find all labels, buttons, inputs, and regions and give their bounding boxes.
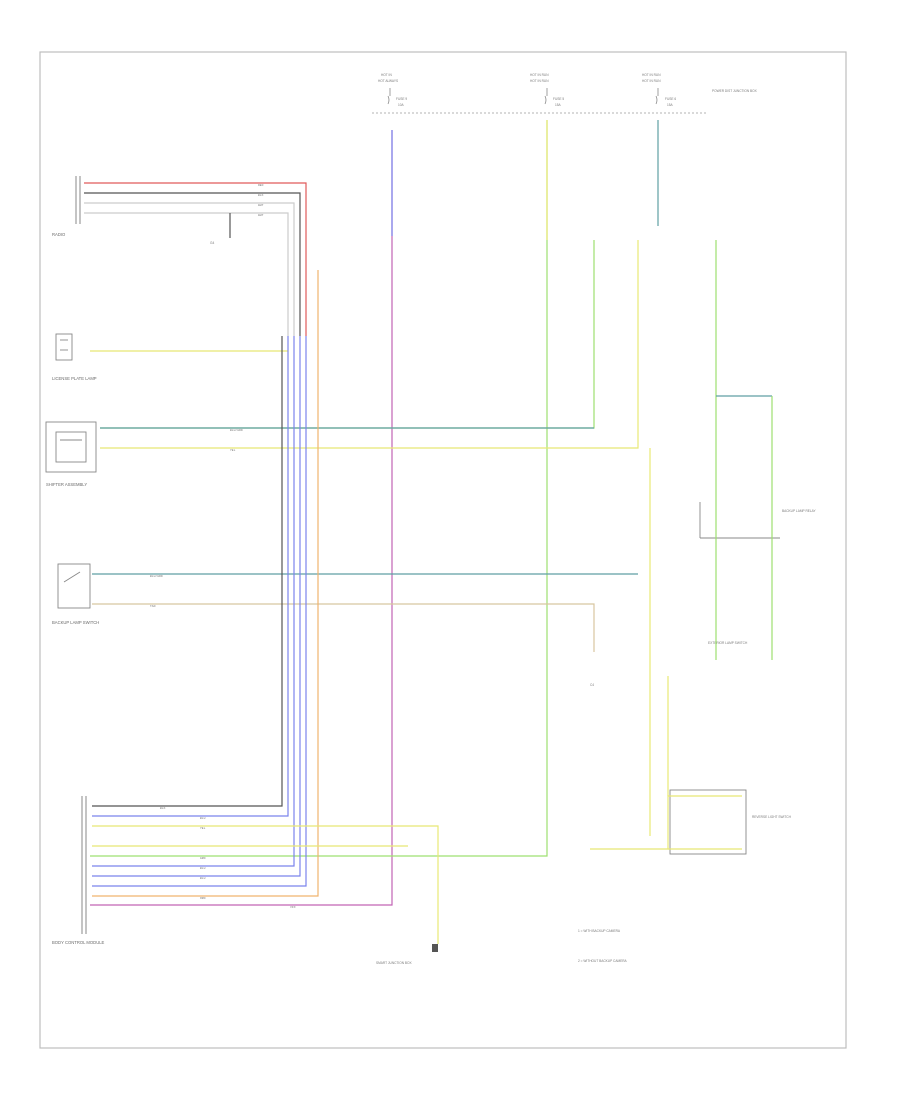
wire-tag-8: BLK xyxy=(160,807,166,810)
wire-yellow-29 xyxy=(590,795,742,850)
license-label: LICENSE PLATE LAMP xyxy=(52,376,97,381)
backup-relay-label: BACKUP LAMP RELAY xyxy=(782,509,817,513)
wire-blue-25 xyxy=(92,336,307,887)
wire-yellow-27 xyxy=(92,825,439,944)
shifter-label: SHIFTER ASSEMBLY xyxy=(46,482,87,487)
legend-line-1: 1 = WITH BACKUP CAMERA xyxy=(578,929,621,933)
legend-line-2: 2 = WITHOUT BACKUP CAMERA xyxy=(578,959,628,963)
wire-white-3 xyxy=(84,212,289,336)
bcm-label: BODY CONTROL MODULE xyxy=(52,940,105,945)
bottom-connector xyxy=(432,944,438,952)
rev-switch xyxy=(669,789,747,855)
fuse-label-1: FUSE 9 xyxy=(396,97,407,101)
wire-blue-23 xyxy=(92,336,295,867)
backup-switch-label: BACKUP LAMP SWITCH xyxy=(52,620,99,625)
wire-black-21 xyxy=(92,336,283,807)
wire-violet-7 xyxy=(90,130,393,906)
wire-blue-24 xyxy=(92,336,301,877)
radio-connector xyxy=(75,176,81,224)
wire-tag-9: BLU xyxy=(200,817,206,820)
fuse-symbols xyxy=(387,88,659,105)
shifter-assembly xyxy=(45,421,97,473)
wire-green-12 xyxy=(100,240,595,429)
fuse-box-label: POWER DIST JUNCTION BOX xyxy=(712,89,758,93)
wire-tag-11: BLU xyxy=(200,877,206,880)
fuse-label-2: FUSE 5 xyxy=(553,97,564,101)
connector-ref: C4 xyxy=(590,683,594,687)
bottom-module-label: SMART JUNCTION BOX xyxy=(376,961,413,965)
wire-tan-17 xyxy=(92,603,595,652)
radio-label: RADIO xyxy=(52,232,66,237)
bcm-connector xyxy=(81,796,87,934)
fuse-amp-3: 15A xyxy=(667,103,674,107)
wire-tag-14: GRN xyxy=(200,857,206,860)
wire-tag-10: BLU xyxy=(200,867,206,870)
wire-tag-0: RED xyxy=(258,184,264,187)
wire-red-0 xyxy=(84,182,307,336)
wire-tag-7: TAN xyxy=(150,605,156,608)
wire-tag-3: WHT xyxy=(258,214,264,217)
top-hot-label-1: HOT IN xyxy=(381,73,392,77)
top-hot-sub-3: HOT IN RUN xyxy=(642,79,661,83)
wire-tag-6: BLU/GRN xyxy=(150,574,163,578)
wire-tag-5: YEL xyxy=(230,449,236,452)
wire-tag-12: ORN xyxy=(200,897,206,900)
wire-black-1 xyxy=(84,192,301,336)
wire-tag-4: BLU/GRN xyxy=(230,428,243,432)
top-hot-label-3: HOT IN RUN xyxy=(642,73,661,77)
wire-tag-15: YEL xyxy=(200,827,206,830)
wire-blue-22 xyxy=(92,336,289,817)
exterior-lamp-label: EXTERIOR LAMP SWITCH xyxy=(708,641,748,645)
wire-yellow-13 xyxy=(100,240,639,449)
top-hot-label-2: HOT IN RUN xyxy=(530,73,549,77)
backup-relay xyxy=(699,502,780,539)
top-hot-sub-1: HOT ALWAYS xyxy=(378,79,398,83)
wire-orange-26 xyxy=(92,336,319,897)
ground-ref: G4 xyxy=(210,241,214,245)
wire-green-9 xyxy=(90,120,548,857)
wire-network xyxy=(84,120,773,944)
rev-switch-label: REVERSE LIGHT SWITCH xyxy=(752,815,792,819)
backup-switch xyxy=(57,563,91,609)
wire-white-2 xyxy=(84,202,295,336)
top-hot-sub-2: HOT IN RUN xyxy=(530,79,549,83)
wire-tag-13: VIO xyxy=(290,906,296,909)
fuse-amp-1: 10A xyxy=(398,103,405,107)
fuse-label-3: FUSE 6 xyxy=(665,97,676,101)
wire-tag-2: WHT xyxy=(258,204,264,207)
fuse-amp-2: 15A xyxy=(555,103,562,107)
diagram-frame xyxy=(39,51,847,1049)
wire-tag-1: BLK xyxy=(258,194,264,197)
license-lamp xyxy=(55,333,73,361)
wire-tags: RED BLK WHT WHT BLU/GRN YEL BLU/GRN TAN BLK BLU BL… xyxy=(150,184,296,909)
